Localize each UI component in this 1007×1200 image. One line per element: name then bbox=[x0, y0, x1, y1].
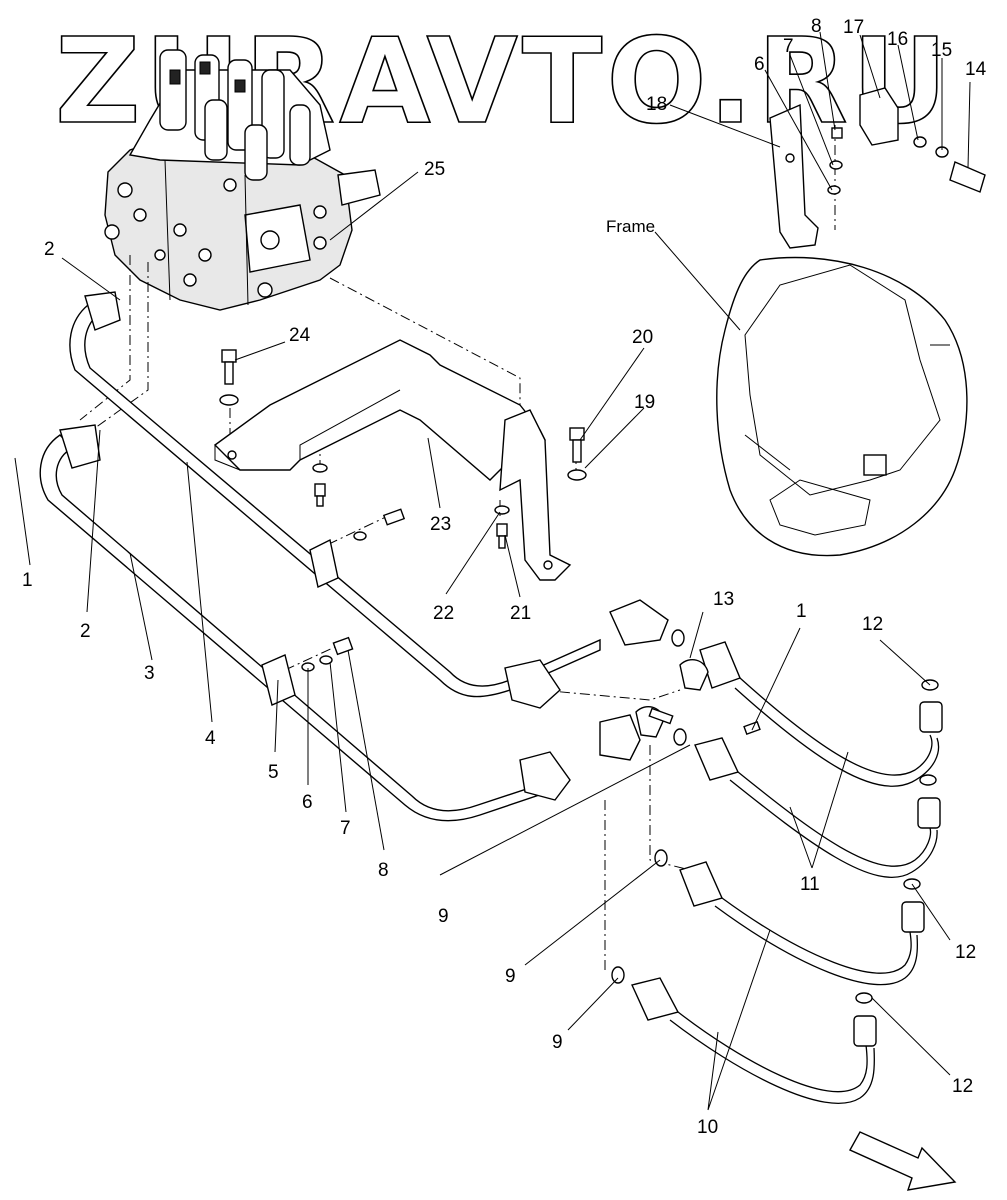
callout-7a: 7 bbox=[340, 818, 351, 839]
frame-section bbox=[716, 256, 968, 557]
clamp-plate-upper bbox=[309, 508, 406, 588]
callout-13: 13 bbox=[713, 589, 734, 610]
direction-arrow-icon bbox=[849, 1131, 957, 1191]
callout-17: 17 bbox=[843, 17, 864, 38]
callout-12c: 12 bbox=[952, 1076, 973, 1097]
mounting-bracket bbox=[213, 339, 572, 581]
callout-7b: 7 bbox=[783, 36, 794, 57]
tube-3 bbox=[39, 424, 641, 822]
control-valve-assembly bbox=[104, 49, 381, 311]
callout-18: 18 bbox=[646, 94, 667, 115]
callout-23: 23 bbox=[430, 514, 451, 535]
caps-12 bbox=[853, 679, 943, 1047]
callout-11: 11 bbox=[800, 874, 820, 895]
frame-label: Frame bbox=[606, 217, 655, 236]
callout-12a: 12 bbox=[862, 614, 883, 635]
callout-3: 3 bbox=[144, 663, 155, 684]
o-rings-9 bbox=[611, 629, 687, 984]
callout-14: 14 bbox=[965, 59, 987, 80]
bolt-20 bbox=[567, 427, 587, 481]
callout-1a: 1 bbox=[22, 570, 33, 591]
callout-8b: 8 bbox=[811, 16, 822, 37]
callout-9b: 9 bbox=[505, 966, 516, 987]
clamp-13 bbox=[635, 658, 761, 738]
callout-19: 19 bbox=[634, 392, 655, 413]
bracket-18 bbox=[769, 103, 819, 249]
bracket-lower-bolt bbox=[312, 463, 328, 507]
hose-11a bbox=[699, 641, 940, 787]
callout-12b: 12 bbox=[955, 942, 976, 963]
callout-4: 4 bbox=[205, 728, 216, 749]
callout-6a: 6 bbox=[302, 792, 313, 813]
callout-8a: 8 bbox=[378, 860, 389, 881]
callout-1b: 1 bbox=[796, 601, 807, 622]
hose-10b bbox=[631, 977, 875, 1104]
bolt-24 bbox=[219, 349, 239, 406]
callout-15: 15 bbox=[931, 40, 952, 61]
callout-2a: 2 bbox=[44, 239, 55, 260]
callout-9a: 9 bbox=[438, 906, 449, 927]
callout-25: 25 bbox=[424, 159, 445, 180]
hose-11b bbox=[694, 737, 938, 878]
callout-labels: 2 2 1 3 4 5 6 7 8 9 9 9 10 11 12 12 12 1… bbox=[22, 16, 987, 1138]
hose-10a bbox=[679, 861, 919, 986]
callout-22: 22 bbox=[433, 603, 454, 624]
callout-2b: 2 bbox=[80, 621, 91, 642]
callout-20: 20 bbox=[632, 327, 653, 348]
callout-10: 10 bbox=[697, 1117, 718, 1138]
callout-5: 5 bbox=[268, 762, 279, 783]
callout-9c: 9 bbox=[552, 1032, 563, 1053]
callout-21: 21 bbox=[510, 603, 531, 624]
callout-24: 24 bbox=[289, 325, 311, 346]
clamp-plate-5 bbox=[261, 636, 354, 706]
tube-4 bbox=[69, 291, 669, 709]
callout-16: 16 bbox=[887, 29, 908, 50]
bolt-21 bbox=[494, 505, 510, 549]
leader-lines bbox=[14, 31, 971, 1111]
mount-hardware-14-17 bbox=[827, 87, 986, 195]
callout-6b: 6 bbox=[754, 54, 765, 75]
